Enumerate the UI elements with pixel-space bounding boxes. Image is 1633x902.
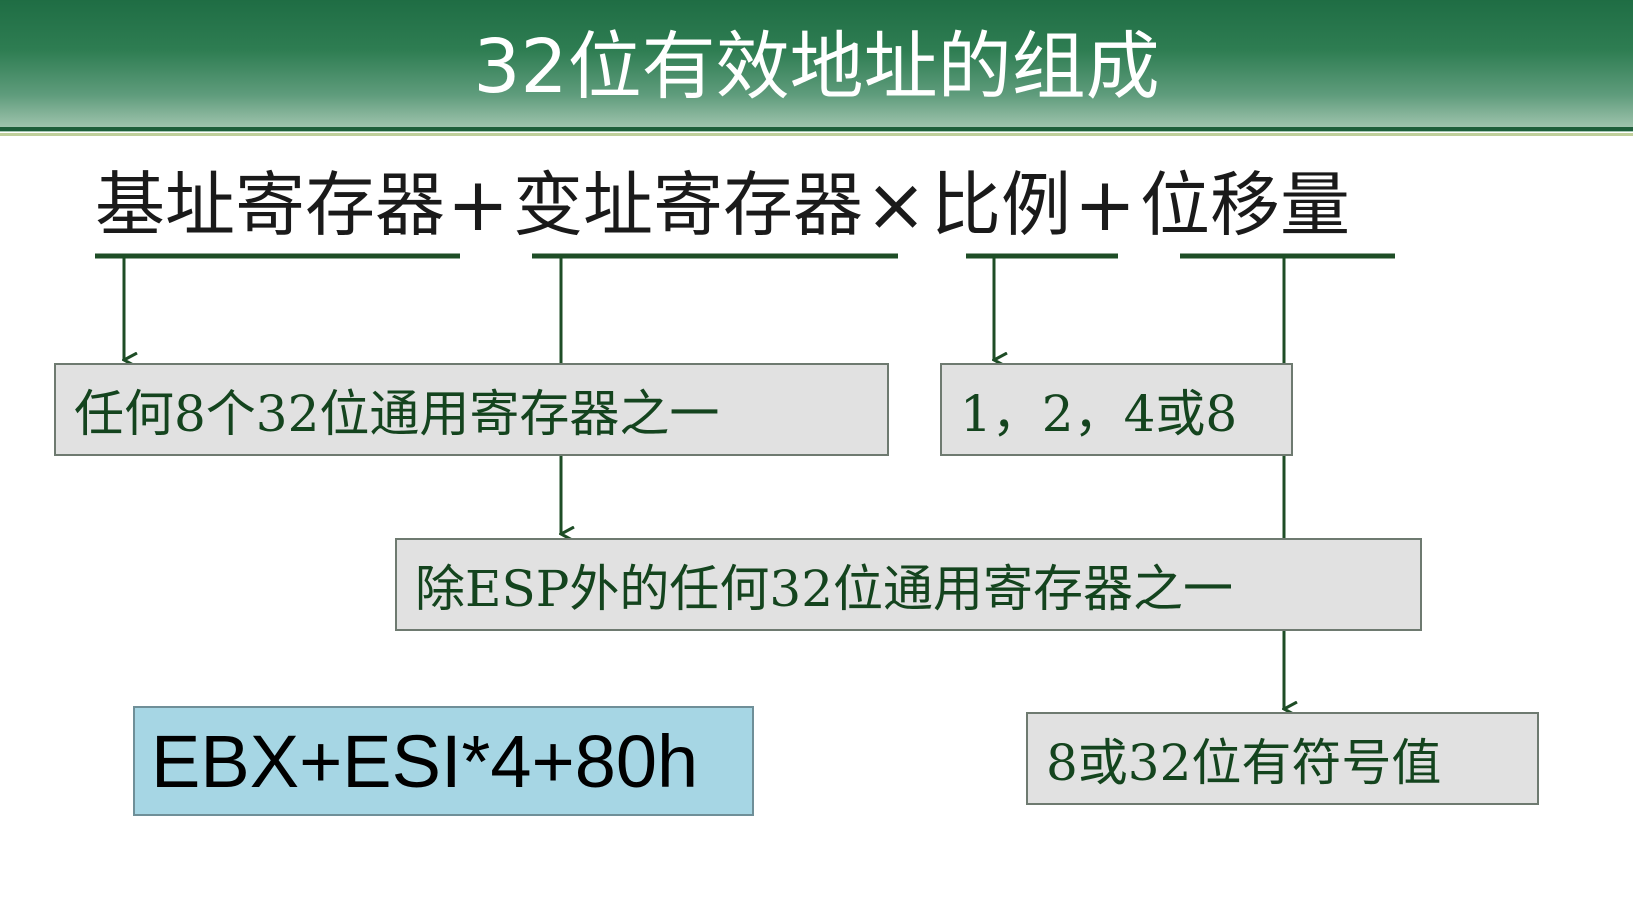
title-divider xyxy=(0,127,1633,131)
formula-displacement: 位移量 xyxy=(1140,164,1350,246)
formula-plus-operator: + xyxy=(446,162,509,248)
title-bar xyxy=(0,0,1633,132)
example-box: EBX+ESI*4+80h xyxy=(133,706,754,816)
scale-description: 1，2，4或8 xyxy=(960,384,1238,443)
formula-plus-operator-2: + xyxy=(1073,162,1136,248)
formula-times-operator: × xyxy=(864,162,927,248)
formula-scale: 比例 xyxy=(931,164,1071,246)
displacement-box: 8或32位有符号值 xyxy=(1026,712,1539,805)
scale-box: 1，2，4或8 xyxy=(940,363,1293,456)
displacement-description: 8或32位有符号值 xyxy=(1046,733,1442,792)
index-register-box: 除ESP外的任何32位通用寄存器之一 xyxy=(395,538,1422,631)
example-address-expression: EBX+ESI*4+80h xyxy=(151,719,699,803)
index-register-description: 除ESP外的任何32位通用寄存器之一 xyxy=(415,559,1234,618)
base-register-box: 任何8个32位通用寄存器之一 xyxy=(54,363,889,456)
formula-base-register: 基址寄存器 xyxy=(95,164,445,246)
base-register-description: 任何8个32位通用寄存器之一 xyxy=(74,384,720,443)
slide-title: 32位有效地址的组成 xyxy=(473,24,1160,110)
title-divider-accent xyxy=(0,133,1633,136)
formula-index-register: 变址寄存器 xyxy=(513,164,863,246)
